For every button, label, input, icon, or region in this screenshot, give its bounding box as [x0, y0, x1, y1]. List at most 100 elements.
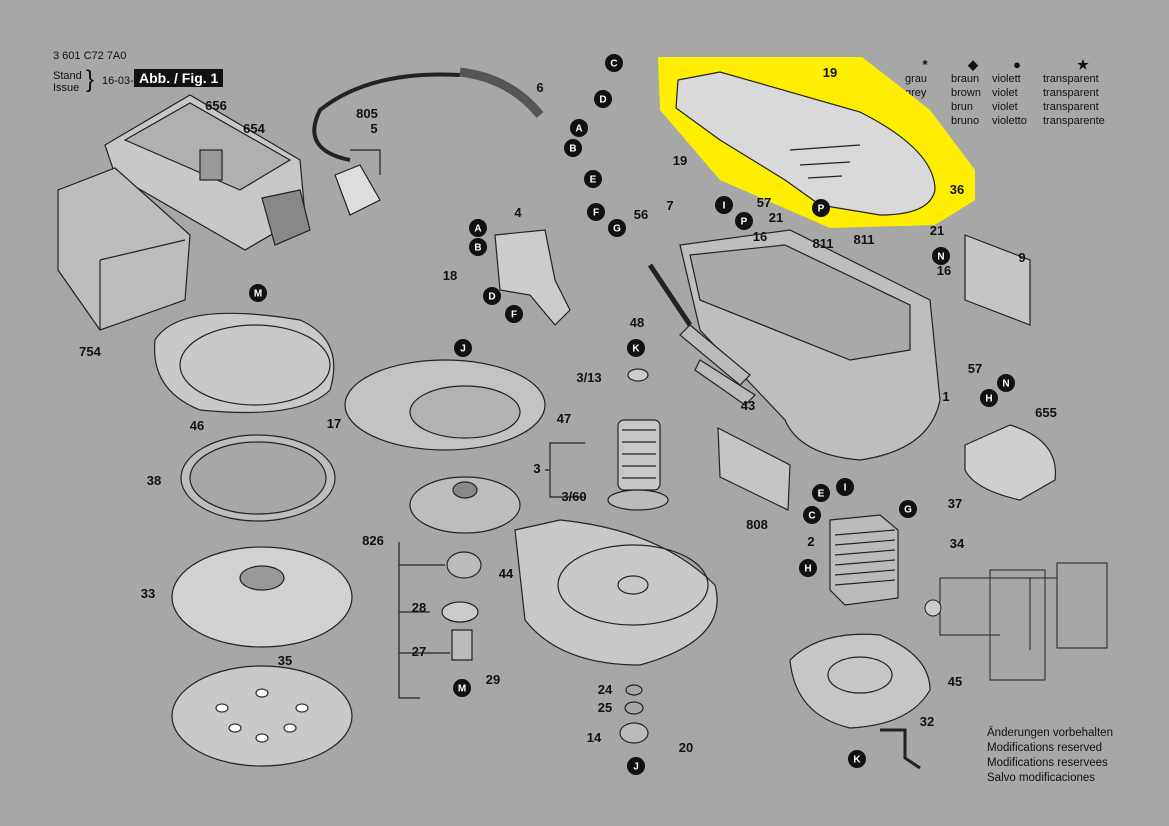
legend-fr: violet — [992, 101, 1018, 113]
part-number-label: 7 — [666, 198, 673, 213]
part-number-label: 1 — [942, 389, 949, 404]
part-number-label: 34 — [950, 536, 965, 551]
part-number-label: 14 — [587, 730, 602, 745]
part-number-label: 656 — [205, 98, 227, 113]
connector-badge — [803, 506, 821, 524]
connector-badge — [848, 750, 866, 768]
note-fr: Modifications reservees — [987, 757, 1108, 769]
part-808-label — [717, 426, 791, 511]
connector-badge — [799, 559, 817, 577]
legend-column-violet: ● violett violet violet violetto — [992, 58, 1042, 128]
part-9-plate — [964, 234, 1031, 326]
stand-label: Stand — [53, 70, 82, 82]
connector-badge — [899, 500, 917, 518]
note-es: Salvo modificaciones — [987, 772, 1096, 784]
connector-letter: K — [632, 344, 640, 355]
part-number-label: 28 — [412, 600, 426, 615]
connector-letter: B — [569, 144, 576, 155]
connector-badge — [836, 478, 854, 496]
part-number-label: 16 — [937, 263, 951, 278]
figure-label: Abb. / Fig. 1 — [134, 69, 224, 87]
part-outlines — [57, 57, 1108, 770]
connector-letter: F — [593, 208, 599, 219]
part-number-label: 826 — [362, 533, 384, 548]
part-number-label: 21 — [769, 210, 783, 225]
note-en: Modifications reserved — [987, 742, 1103, 754]
connector-letter: G — [613, 224, 621, 235]
part-number-label: 48 — [630, 315, 644, 330]
part-805-cable — [312, 72, 461, 162]
part-number-label: 811 — [854, 232, 875, 247]
legend-fr: brun — [951, 101, 974, 113]
connector-badge — [587, 203, 605, 221]
part-number-label: 5 — [370, 121, 377, 136]
connector-badge — [997, 374, 1015, 392]
part-number-label: 35 — [278, 653, 292, 668]
connector-letter: E — [590, 175, 597, 186]
legend-en: brown — [951, 87, 981, 99]
part-number-label: 33 — [141, 586, 155, 601]
connector-badge — [932, 247, 950, 265]
part-number-label: 43 — [741, 398, 755, 413]
legend-de: braun — [951, 73, 980, 85]
connector-badge — [608, 219, 626, 237]
legend-de: violett — [992, 73, 1021, 85]
part-number-label: 18 — [443, 268, 457, 283]
part-number-label: 19 — [823, 65, 837, 80]
part-33-pad — [171, 546, 353, 648]
connector-letter: C — [808, 511, 815, 522]
legend-de: grau — [905, 73, 928, 85]
dot-icon: ● — [1013, 57, 1021, 72]
legend-en: transparent — [1043, 87, 1099, 99]
connector-badge — [812, 484, 830, 502]
connector-badge — [735, 212, 753, 230]
connector-badge — [469, 238, 487, 256]
connector-badge — [564, 139, 582, 157]
part-4-switch — [494, 229, 571, 326]
part-number-label: 754 — [79, 344, 101, 359]
part-number-label: 811 — [813, 236, 834, 251]
part-number-label: 6 — [536, 80, 543, 95]
connector-badge — [627, 339, 645, 357]
connector-badge — [594, 90, 612, 108]
connector-letter: P — [741, 217, 748, 228]
connector-badge — [627, 757, 645, 775]
part-number-label: 47 — [557, 411, 571, 426]
part-number-label: 29 — [486, 672, 500, 687]
part-46-ring — [153, 312, 335, 414]
legend-it: bruno — [951, 115, 980, 127]
part-number-label: 655 — [1035, 405, 1057, 420]
part-35-disc — [171, 665, 353, 767]
part-number-label: 2 — [807, 534, 814, 549]
connector-badge — [505, 305, 523, 323]
connector-letter: C — [610, 59, 617, 70]
part-number-label: 25 — [598, 700, 612, 715]
brace-glyph: } — [86, 66, 95, 93]
part-number-label: 44 — [499, 566, 514, 581]
connector-letter: N — [1002, 379, 1009, 390]
legend-it: transparente — [1043, 115, 1105, 127]
connector-letter: H — [804, 564, 811, 575]
part-number-label: 20 — [679, 740, 693, 755]
doc-number: 3 601 C72 7A0 — [53, 50, 127, 62]
connector-letter: J — [460, 344, 466, 355]
part-number-label: 654 — [243, 121, 265, 136]
legend-column-brown: ◆ braun brown brun bruno — [951, 58, 995, 128]
legend-en: violet — [992, 87, 1018, 99]
part-44-base — [514, 519, 718, 666]
part-bearing — [446, 551, 482, 579]
part-36-cover — [675, 71, 936, 216]
part-number-label: 46 — [190, 418, 204, 433]
part-number-label: 38 — [147, 473, 161, 488]
legend-column-transparent: ★ transparent transparent transparent tr… — [1043, 58, 1123, 128]
legend-it: violetto — [992, 115, 1027, 127]
part-number-label: 3/13 — [576, 370, 601, 385]
part-number-label: 3 — [533, 461, 540, 476]
connector-letter: B — [474, 243, 481, 254]
connector-letter: F — [511, 310, 517, 321]
connector-letter: M — [458, 684, 466, 695]
part-45-baffle — [789, 633, 931, 729]
